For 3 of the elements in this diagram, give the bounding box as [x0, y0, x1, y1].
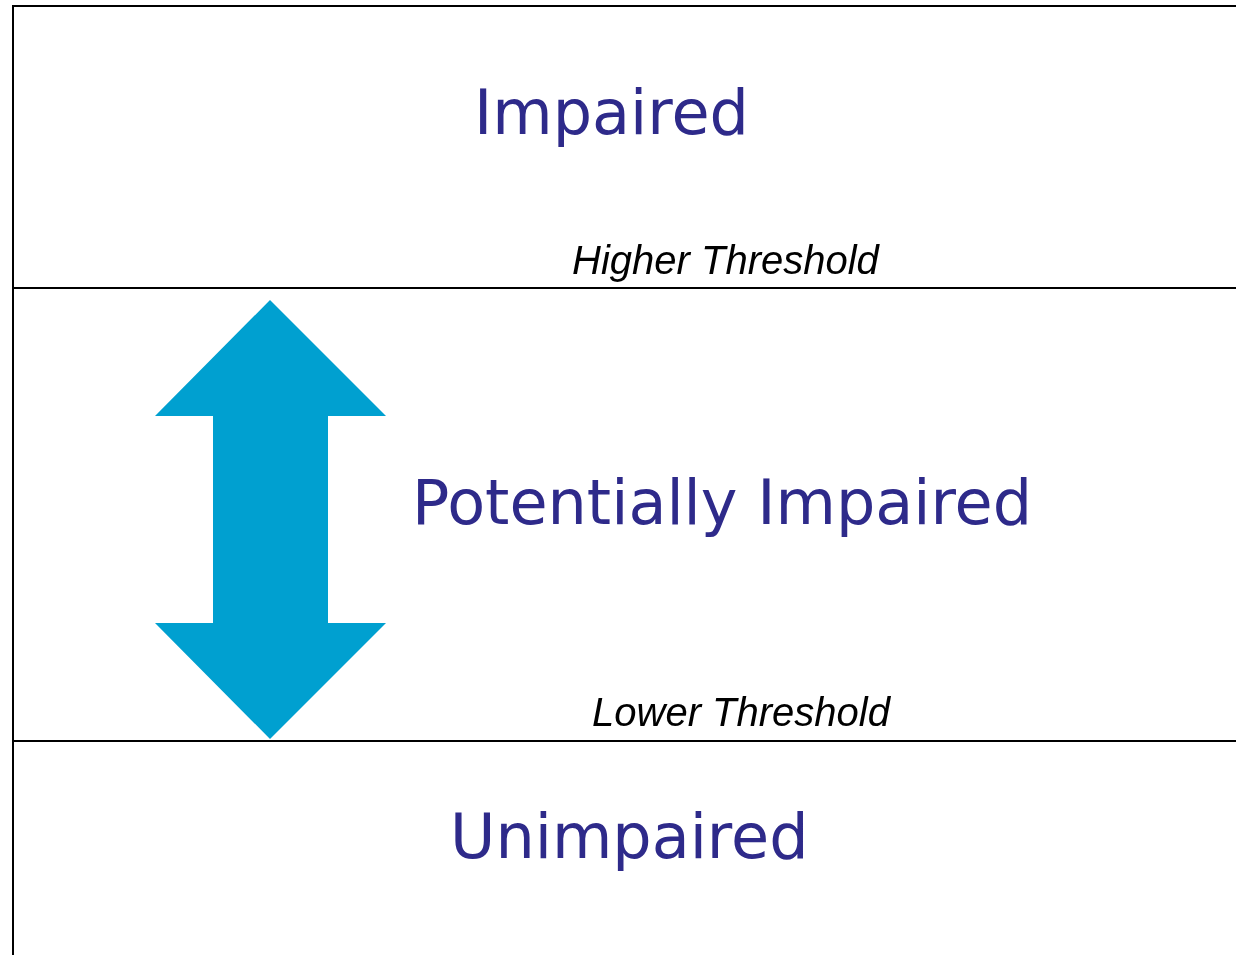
- band: [12, 5, 1236, 289]
- threshold-label: Higher Threshold: [572, 240, 879, 280]
- threshold-label: Lower Threshold: [592, 692, 890, 732]
